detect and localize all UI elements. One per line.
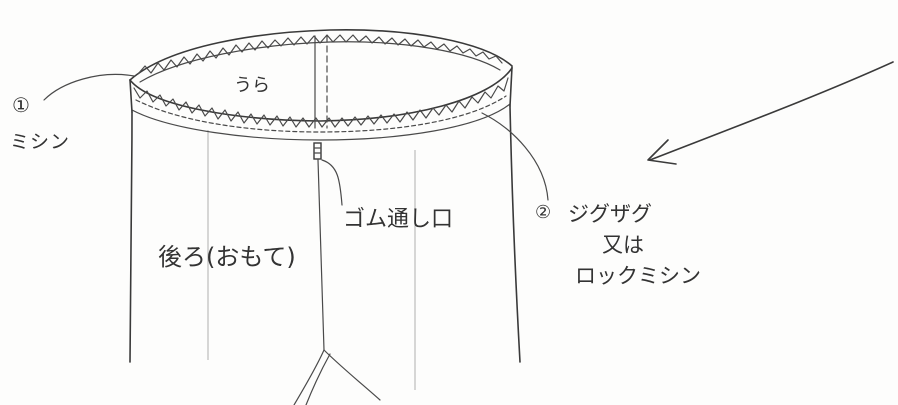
- garment-right-side: [509, 105, 521, 363]
- waistband-inner-back-edge: [139, 41, 501, 83]
- elastic-opening-mark: [313, 142, 322, 160]
- step1-text: ミシン: [10, 131, 71, 153]
- step2-or: 又は: [602, 233, 644, 257]
- leader-line-step1: [43, 73, 135, 101]
- waistband-top-edge: [129, 29, 513, 81]
- step2-number: ②: [535, 202, 552, 223]
- crotch-left: [293, 349, 325, 405]
- pointer-arrow: [649, 61, 894, 161]
- step2-overlock: ロックミシン: [575, 264, 701, 288]
- back-outside-label: 後ろ(おもて): [158, 243, 296, 271]
- machine-stitch-line: [135, 95, 507, 133]
- crotch-right: [323, 349, 381, 401]
- waistband-front-rim: [129, 67, 513, 122]
- step1-number: ①: [12, 93, 30, 117]
- step2-zigzag: ジグザグ: [568, 202, 652, 226]
- leader-line-elastic: [321, 159, 343, 206]
- garment-left-side: [129, 111, 133, 363]
- waistband-fold-line: [131, 103, 511, 141]
- crotch-inner: [305, 353, 331, 405]
- waistband-left-side: [129, 79, 133, 113]
- waistband-right-side: [509, 66, 513, 107]
- zigzag-stitch-front: [133, 77, 509, 128]
- inside-label: うら: [234, 75, 270, 96]
- arrow-head: [647, 139, 677, 165]
- zigzag-stitch-back: [137, 34, 503, 75]
- leader-line-step2: [481, 112, 549, 201]
- center-seam: [317, 159, 325, 351]
- elastic-opening-label: ゴム通し口: [343, 207, 454, 232]
